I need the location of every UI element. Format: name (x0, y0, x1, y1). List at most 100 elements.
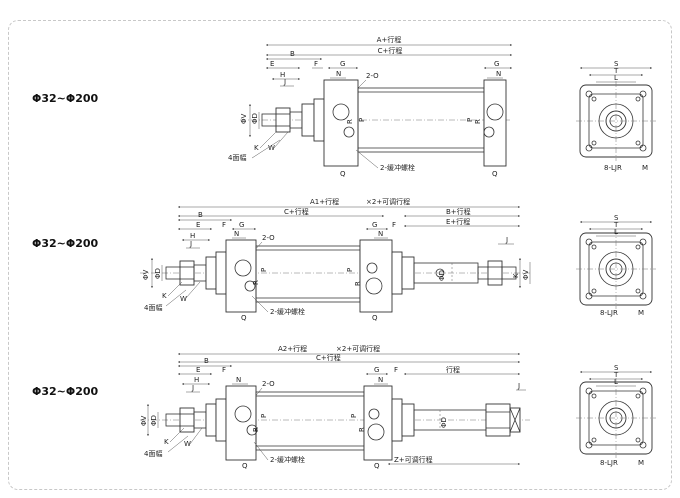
dim-label: A1+行程 (310, 197, 339, 206)
dim-label: J (283, 78, 286, 86)
dim-label: Q (492, 170, 498, 178)
dim-label: Q (340, 170, 346, 178)
dim-label: P (358, 118, 366, 122)
dim-label: H (280, 71, 285, 79)
dim-label: 2-缓冲螺栓 (270, 307, 305, 316)
bore-range-label-3: Φ32~Φ200 (32, 385, 99, 398)
dim-label: A2+行程 (278, 344, 307, 353)
dim-label: 4面幅 (228, 153, 246, 162)
end-dim-label: T (613, 221, 619, 229)
dim-label: R (346, 119, 354, 124)
dim-label: N (234, 230, 239, 238)
dim-label: E+行程 (446, 217, 470, 226)
dim-label: B+行程 (446, 207, 471, 216)
dim-label: E (196, 221, 200, 229)
end-dim-label: T (613, 371, 619, 379)
dim-label: N (378, 230, 383, 238)
end-dim-label: L (614, 74, 618, 82)
dim-label: E (196, 366, 200, 374)
dim-label: C+行程 (378, 46, 403, 55)
bore-range-label-2: Φ32~Φ200 (32, 237, 99, 250)
dim-label: 2-缓冲螺栓 (270, 455, 305, 464)
end-view-row-1 (575, 80, 657, 162)
end-view-row-3 (575, 377, 657, 459)
dim-label: R (474, 119, 482, 124)
dim-label: ΦV (522, 269, 530, 280)
dim-label: G (340, 60, 345, 68)
dim-label: C+行程 (284, 207, 309, 216)
dim-label: ΦD (251, 113, 259, 124)
dim-label: E (270, 60, 274, 68)
dim-label: 2-O (262, 234, 275, 242)
dim-label: N (236, 376, 241, 384)
dim-label: N (378, 376, 383, 384)
end-dim-label: L (614, 228, 618, 236)
dim-label: B (198, 211, 203, 219)
dim-label: F (222, 366, 226, 374)
dim-label: Z+可调行程 (394, 455, 433, 464)
dim-label: ΦD (150, 415, 158, 426)
dim-label: G (372, 221, 377, 229)
dim-label: B (290, 50, 295, 58)
dim-label: ΦV (142, 269, 150, 280)
bore-range-label-1: Φ32~Φ200 (32, 92, 99, 105)
dim-label: N (336, 70, 341, 78)
dim-label: G (374, 366, 379, 374)
dim-label: P (260, 268, 268, 272)
dim-label: F (314, 60, 318, 68)
dim-label: P (350, 414, 358, 418)
dim-label: 2-O (366, 72, 379, 80)
dim-label: J (191, 384, 194, 392)
end-dim-label: T (613, 67, 619, 75)
end-dim-label: M (638, 309, 644, 317)
dim-label: B (204, 357, 209, 365)
end-dim-label: L (614, 378, 618, 386)
end-dim-label: S (614, 60, 619, 68)
dim-label: ΦV (240, 113, 248, 124)
dim-label: W (180, 295, 187, 303)
dim-label: Q (372, 314, 378, 322)
dim-label: W (184, 440, 191, 448)
end-dim-label: S (614, 214, 619, 222)
dim-label: K (164, 438, 169, 446)
dim-label: H (194, 376, 199, 384)
dim-label: 2-O (262, 380, 275, 388)
dim-label: F (392, 221, 396, 229)
dim-label: R (358, 427, 366, 432)
dim-label: G (494, 60, 499, 68)
drawing-row-2: A1+行程 ×2+可调行程 C+行程 B+行程 E+行程 B E F G H J… (140, 197, 531, 322)
dim-label: Q (241, 314, 247, 322)
dim-label: P (260, 414, 268, 418)
dim-label: H (190, 232, 195, 240)
dim-label: W (268, 144, 275, 152)
dim-label: 4面幅 (144, 303, 162, 312)
end-dim-label: S (614, 364, 619, 372)
dim-label: K (512, 273, 520, 278)
dim-label: ×2+可调行程 (366, 197, 410, 206)
dim-label: Q (374, 462, 380, 470)
dim-label: ×2+可调行程 (336, 344, 380, 353)
dim-label: G (239, 221, 244, 229)
dim-label: ΦV (140, 415, 148, 426)
dim-label: R (354, 281, 362, 286)
dim-label: F (222, 221, 226, 229)
end-dim-label: 8-LJR (604, 164, 622, 172)
dim-label: 行程 (446, 365, 460, 374)
dim-label: C+行程 (316, 353, 341, 362)
dim-label: Q (242, 462, 248, 470)
dim-label: ΦD (438, 270, 446, 281)
dim-label: J (189, 240, 192, 248)
end-dim-label: 8-LJR (600, 309, 618, 317)
dim-label: J (505, 236, 508, 244)
end-view-row-2 (575, 228, 657, 310)
dim-label: F (394, 366, 398, 374)
drawing-frame (8, 20, 672, 490)
dim-label: P (466, 118, 474, 122)
dim-label: 2-缓冲螺栓 (380, 163, 415, 172)
dim-label: J (517, 382, 520, 390)
drawing-row-3: A2+行程 ×2+可调行程 C+行程 B E F H J N 2-O G F N… (140, 344, 530, 470)
end-dim-label: 8-LJR (600, 459, 618, 467)
dim-label: K (162, 292, 167, 300)
end-dim-label: M (642, 164, 648, 172)
